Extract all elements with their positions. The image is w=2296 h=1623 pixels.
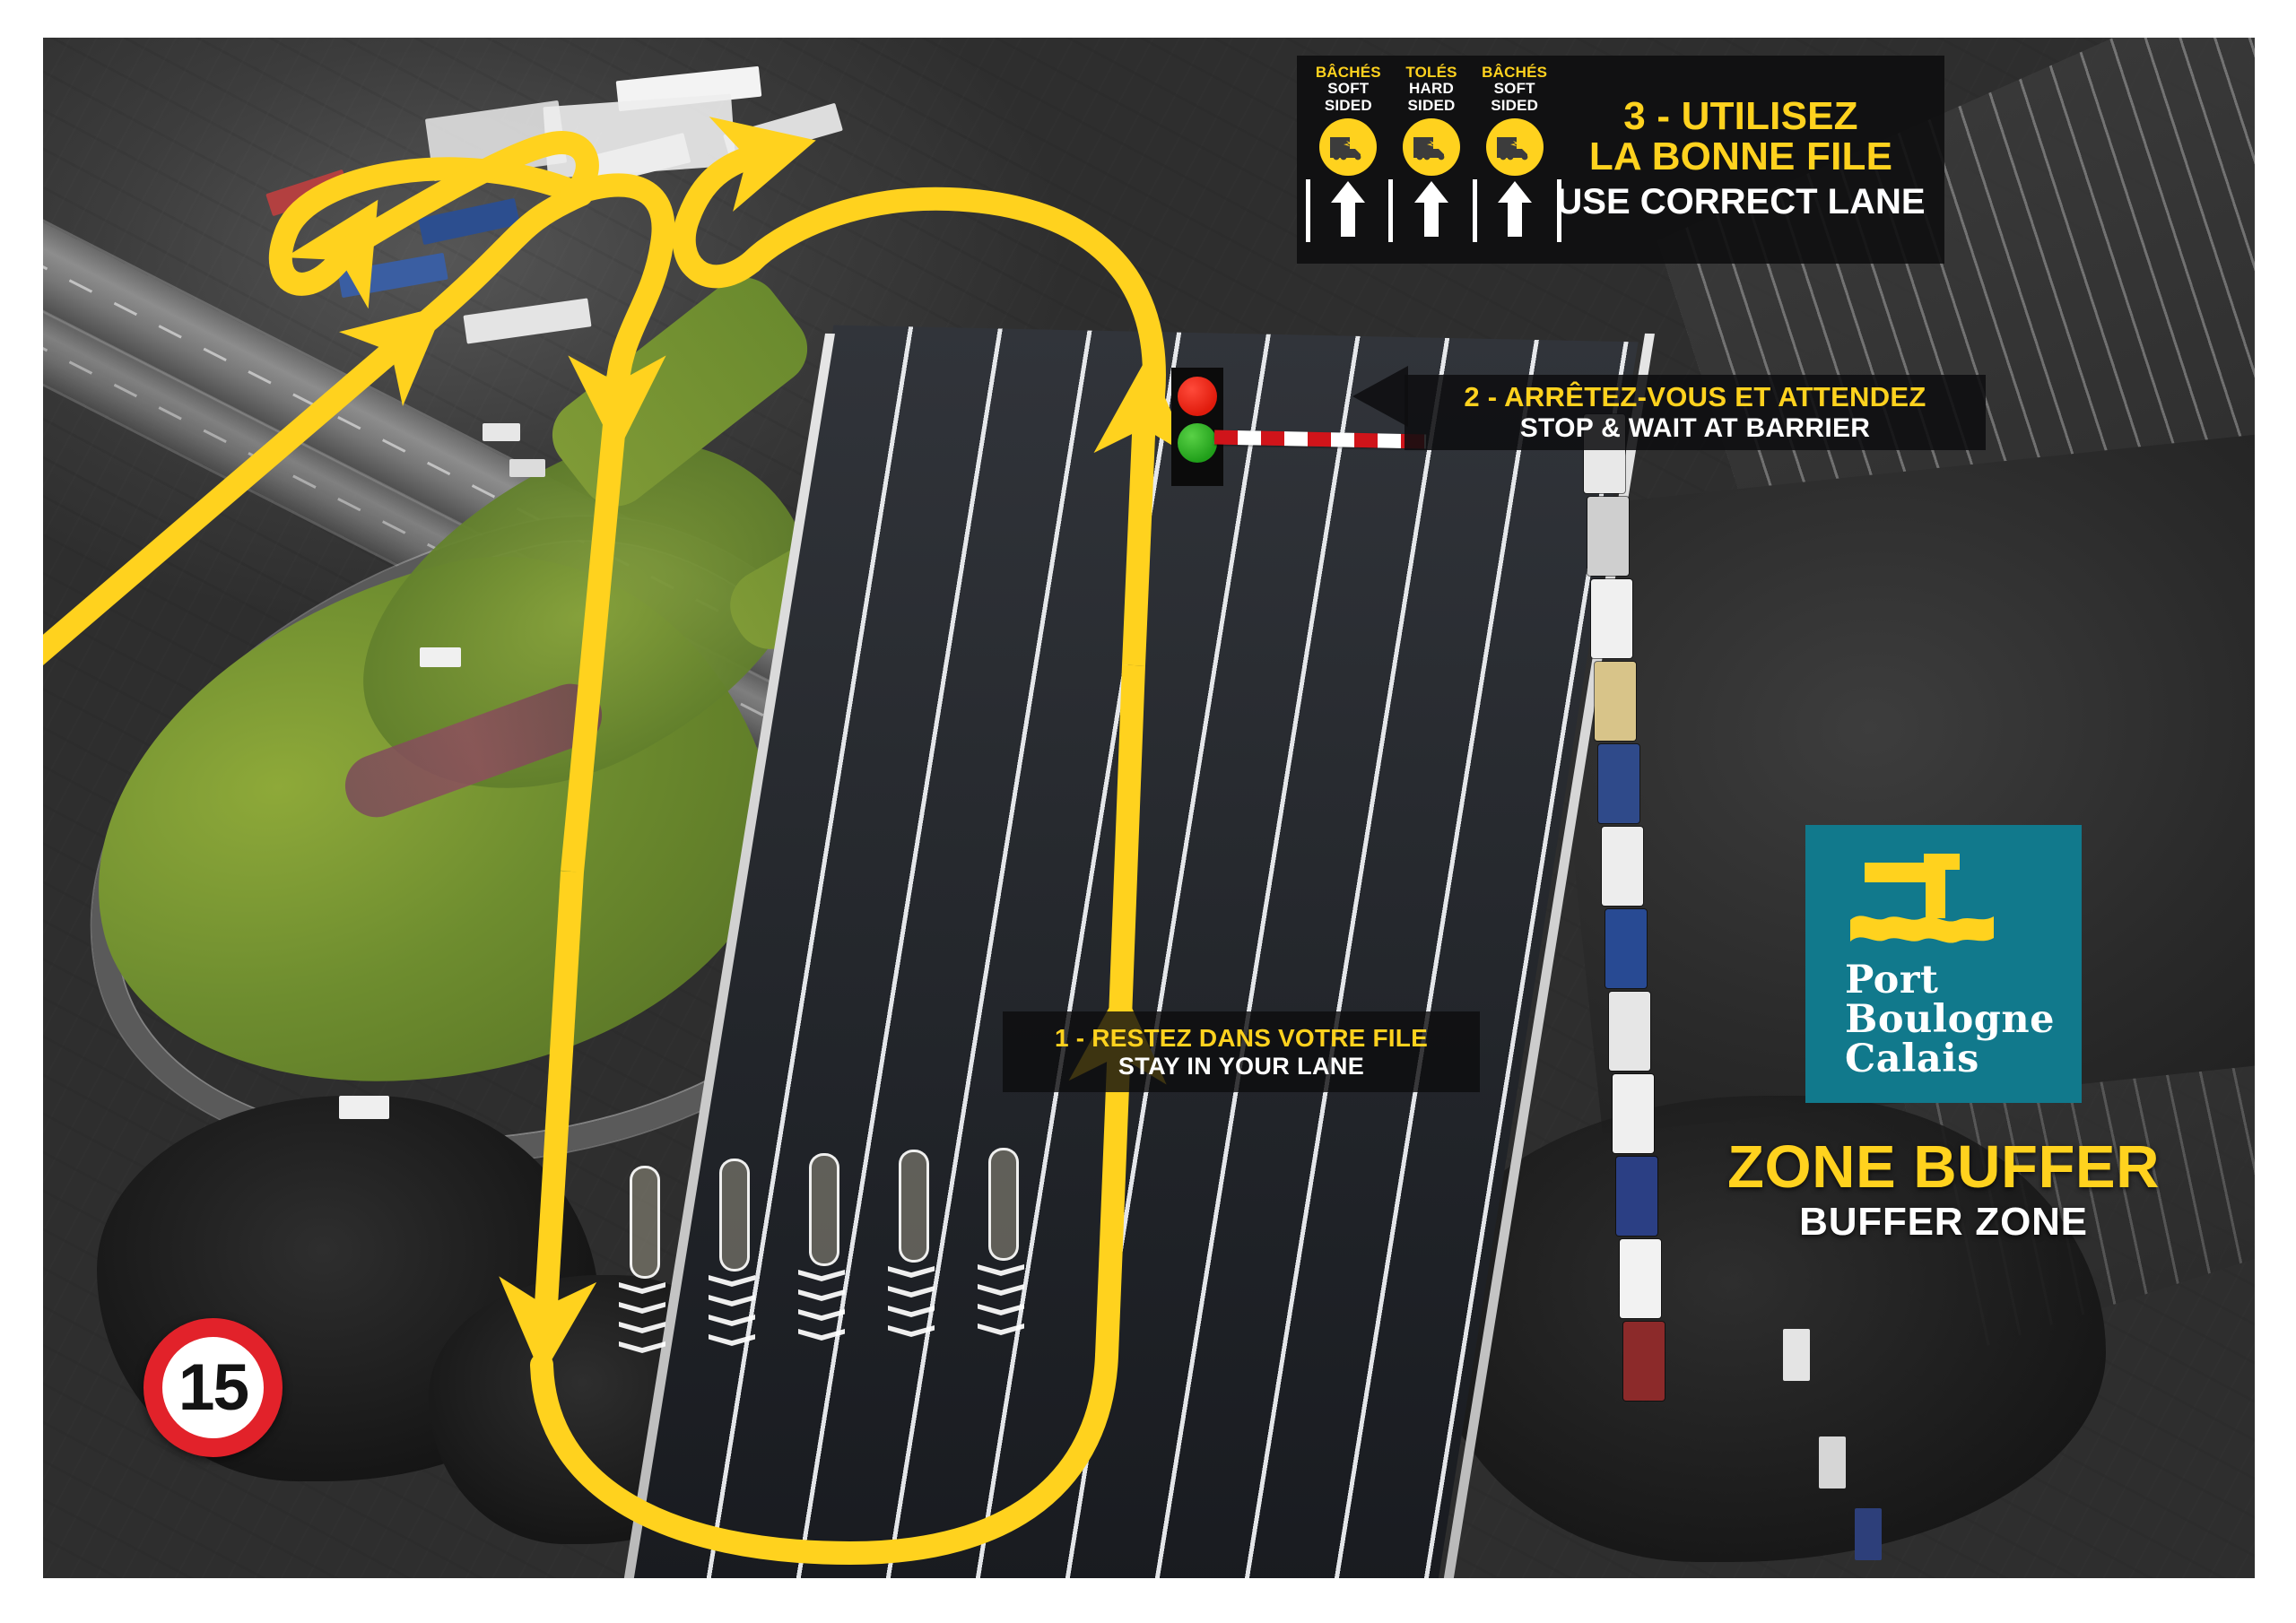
yellow-route-path — [43, 117, 1192, 1566]
queued-truck — [1605, 909, 1647, 988]
queued-truck — [1620, 1239, 1661, 1318]
lane-divider — [1388, 179, 1393, 243]
lane-label-en-2: SIDED — [1324, 96, 1372, 114]
queued-truck — [1591, 579, 1632, 658]
traffic-light-green-lamp — [1178, 423, 1217, 463]
lane-stud — [630, 1166, 660, 1279]
lane-chevrons — [978, 1148, 1024, 1372]
lane-column-1: BÂCHÉS SOFT SIDED — [1309, 64, 1387, 114]
callout-1-en: STAY IN YOUR LANE — [1118, 1052, 1365, 1080]
lane-label-fr: TOLÉS — [1405, 64, 1457, 81]
logo-line-2: Boulogne — [1845, 996, 2055, 1042]
traffic-light-icon — [1171, 368, 1223, 486]
lane-guide: BÂCHÉS SOFT SIDED TOLÉS HARD SIDED BÂCHÉ… — [1297, 56, 1561, 264]
lane-chevrons — [888, 1150, 935, 1374]
lane-divider — [1557, 179, 1561, 243]
lane-label-en-1: SOFT — [1327, 80, 1370, 98]
logo-line-3: Calais — [1845, 1036, 1979, 1081]
parked-car — [420, 647, 461, 667]
lane-stud — [719, 1159, 750, 1271]
truck-icon — [1319, 118, 1378, 177]
parked-car — [1855, 1508, 1882, 1560]
callout-stop-and-wait: 2 - ARRÊTEZ-VOUS ET ATTENDEZ STOP & WAIT… — [1405, 375, 1986, 450]
lane-label-en-1: SOFT — [1493, 80, 1535, 98]
queued-truck — [1602, 827, 1643, 906]
queued-truck — [1598, 744, 1639, 823]
callout-3-text: 3 - UTILISEZ LA BONNE FILE USE CORRECT L… — [1553, 56, 1944, 264]
page-title: ZONE BUFFER — [1727, 1133, 2160, 1201]
route-segment-down-deck — [499, 871, 597, 1377]
traffic-light-red-lamp — [1178, 377, 1217, 416]
route-segment-up-deck-lower — [1068, 985, 1167, 1357]
route-segment-to-terminal — [672, 117, 816, 289]
parked-car — [509, 459, 545, 477]
lane-stud — [899, 1150, 929, 1263]
lane-guide-headings: BÂCHÉS SOFT SIDED TOLÉS HARD SIDED BÂCHÉ… — [1309, 64, 1553, 114]
up-arrow-icon — [1393, 179, 1471, 239]
lane-divider — [1473, 179, 1477, 243]
callout-2-fr: 2 - ARRÊTEZ-VOUS ET ATTENDEZ — [1464, 381, 1926, 412]
speed-limit-sign-icon: 15 — [144, 1318, 283, 1457]
lane-label-fr: BÂCHÉS — [1482, 64, 1548, 81]
route-segment-uturn — [530, 1344, 1118, 1566]
ground-pile — [1424, 1096, 2106, 1562]
lane-chevrons — [619, 1166, 665, 1390]
logo-line-1: Port — [1845, 958, 1939, 1002]
up-arrow-icon — [1475, 179, 1553, 239]
parked-van — [339, 1096, 389, 1119]
callout-3-en: USE CORRECT LANE — [1556, 181, 1926, 221]
queued-truck — [1609, 992, 1650, 1071]
lane-column-3: BÂCHÉS SOFT SIDED — [1475, 64, 1553, 114]
callout-3-fr-line1: 3 - UTILISEZ — [1623, 94, 1858, 139]
lane-label-en-2: SIDED — [1491, 96, 1539, 114]
route-segment-ramp — [561, 173, 675, 454]
lane-stud — [988, 1148, 1019, 1261]
lane-guide-arrows — [1306, 179, 1561, 243]
parked-car — [1783, 1329, 1810, 1381]
lane-divider — [1306, 179, 1310, 243]
queued-truck — [1587, 497, 1629, 576]
route-segment-to-barrier — [1093, 357, 1192, 666]
truck-icon — [1485, 118, 1544, 177]
lane-chevrons — [709, 1159, 755, 1383]
queued-truck — [1595, 662, 1636, 741]
speed-limit-value: 15 — [178, 1351, 249, 1424]
parked-car — [483, 423, 520, 441]
callout-stay-in-lane: 1 - RESTEZ DANS VOTRE FILE STAY IN YOUR … — [1003, 1011, 1480, 1092]
lane-label-en-1: HARD — [1409, 80, 1454, 98]
queued-truck — [1616, 1157, 1657, 1236]
logo-wordmark: Port Boulogne Calais — [1845, 958, 2067, 1081]
lane-stud — [809, 1153, 839, 1266]
route-segment-post-barrier — [740, 187, 1166, 408]
callout-1-fr: 1 - RESTEZ DANS VOTRE FILE — [1055, 1023, 1428, 1052]
truck-icon — [1403, 118, 1460, 177]
callout-use-correct-lane: BÂCHÉS SOFT SIDED TOLÉS HARD SIDED BÂCHÉ… — [1297, 56, 1944, 264]
lane-chevrons — [798, 1153, 845, 1377]
port-boulogne-calais-logo: Port Boulogne Calais — [1805, 825, 2082, 1103]
callout-2-en: STOP & WAIT AT BARRIER — [1519, 413, 1871, 443]
page-subtitle: BUFFER ZONE — [1799, 1200, 2088, 1244]
queued-truck — [1613, 1074, 1654, 1153]
up-arrow-icon — [1309, 179, 1387, 239]
callout-2-pointer — [1352, 366, 1408, 427]
queued-truck — [1623, 1322, 1665, 1401]
port-crane-wave-icon — [1850, 854, 1994, 943]
parked-car — [1819, 1436, 1846, 1488]
callout-3-fr-line2: LA BONNE FILE — [1588, 135, 1893, 178]
lane-guide-icons — [1309, 118, 1553, 177]
lane-column-2: TOLÉS HARD SIDED — [1393, 64, 1471, 114]
route-segment-approach — [43, 305, 446, 665]
lane-label-en-2: SIDED — [1407, 96, 1456, 114]
lane-label-fr: BÂCHÉS — [1315, 64, 1381, 81]
aerial-photo — [43, 38, 2255, 1578]
